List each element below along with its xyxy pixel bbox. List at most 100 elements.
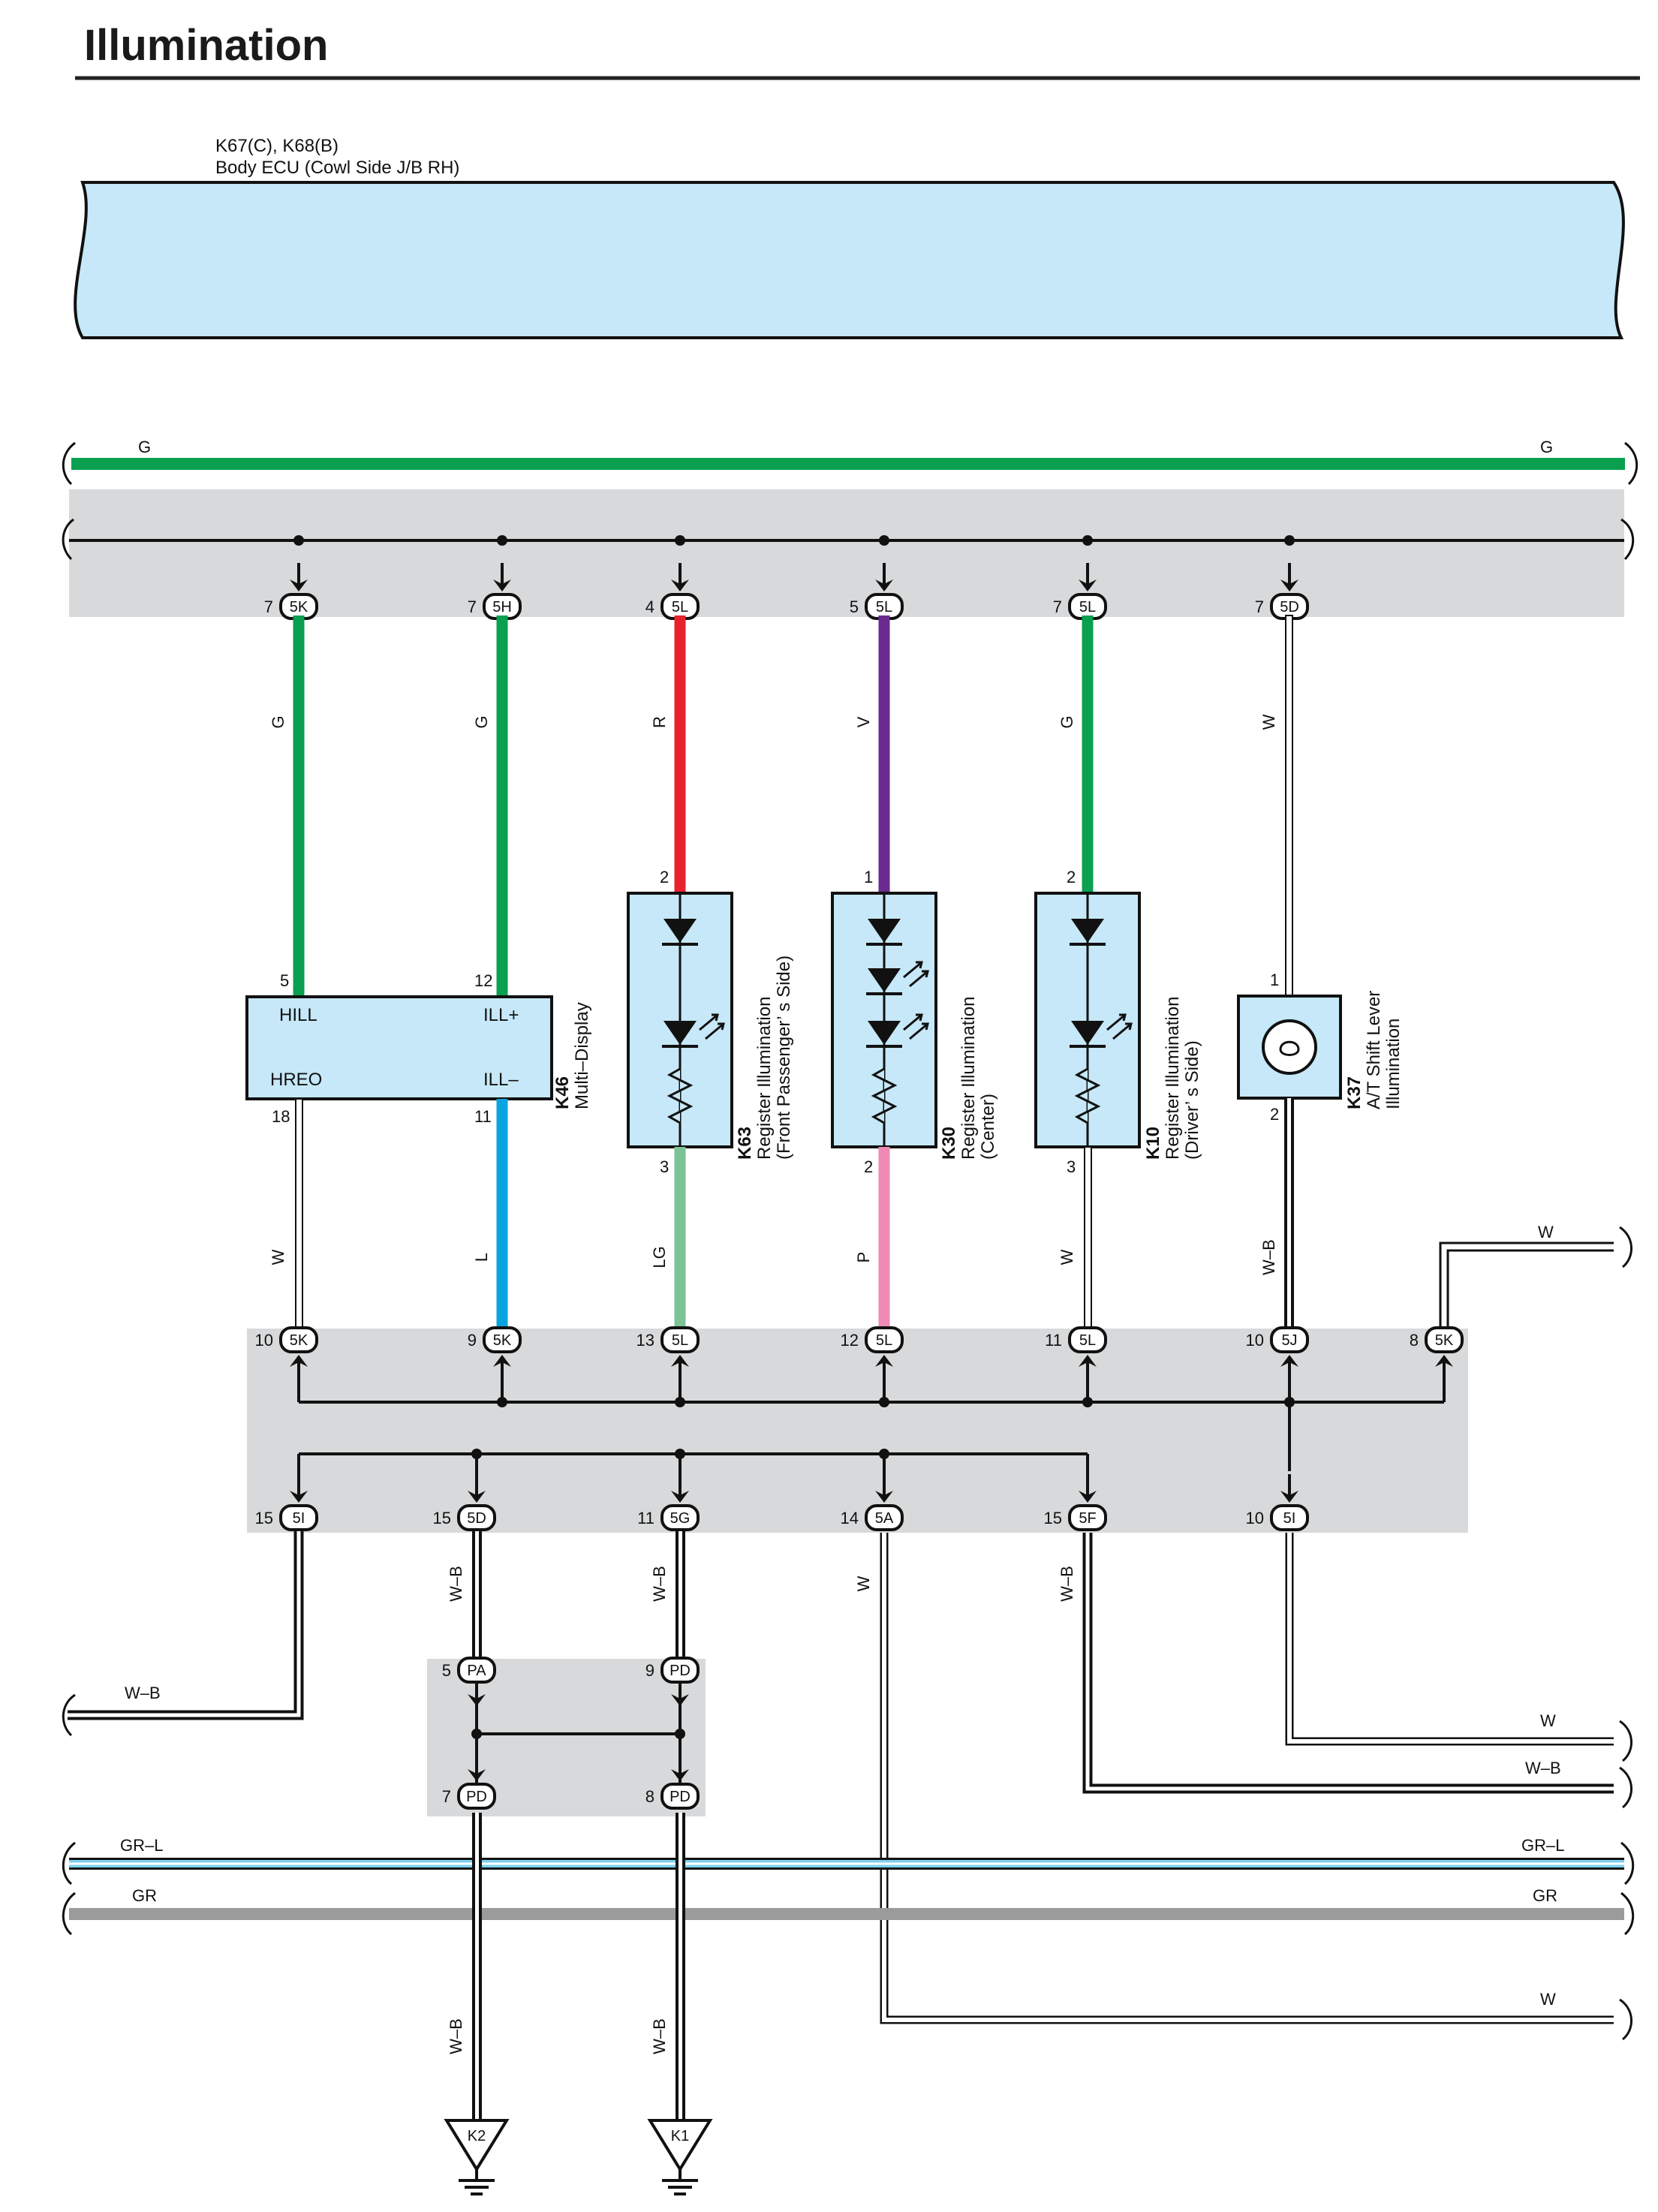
wire-wb-inner	[679, 1531, 682, 1663]
wire-wb-5d-to-pa	[472, 1531, 482, 1663]
lower-wire-label: P	[854, 1252, 873, 1263]
k10-name-2: (Driver’ s Side)	[1182, 1040, 1202, 1160]
connector-name: 5K	[290, 599, 308, 615]
break-mark	[62, 1891, 76, 1936]
arrow-down-icon	[1280, 1491, 1298, 1503]
connector-pin: 8	[645, 1787, 654, 1806]
k30-pin-in: 1	[864, 868, 873, 886]
connector-pin: 5	[850, 597, 859, 616]
break-mark	[1619, 1720, 1632, 1762]
ecu-name: Body ECU (Cowl Side J/B RH)	[215, 158, 459, 178]
bulb-filament	[1279, 1040, 1300, 1056]
upper-wire-label: R	[650, 716, 669, 728]
k10-register-illumination: 2 3 K10 Register Illumination (Driver’ s…	[1034, 868, 1202, 1176]
connector-pin: 12	[841, 1331, 859, 1350]
k10-led	[1071, 1021, 1104, 1045]
left-wb-label: W–B	[125, 1684, 161, 1702]
wire-w-5a-outer	[880, 1533, 1614, 2024]
splice-dot	[497, 535, 507, 546]
connector-pin: 5	[442, 1661, 451, 1680]
wire-w-k46-hreo	[295, 1098, 303, 1329]
k63-led-stack	[662, 893, 725, 1147]
k63-resistor	[667, 1067, 694, 1124]
arrow-up-icon	[1435, 1355, 1453, 1367]
connector-name: 5K	[1435, 1332, 1454, 1349]
connector-pill	[865, 1326, 904, 1353]
k63-id: K63	[735, 1127, 755, 1160]
connector-pill	[660, 1326, 700, 1353]
break-mark	[62, 1693, 76, 1737]
k46-terminal-hreo: HREO	[270, 1070, 322, 1090]
connector-pin: 9	[645, 1661, 654, 1680]
grl-left-label: GR–L	[120, 1836, 163, 1855]
connector-name: 5K	[493, 1332, 512, 1349]
connector-pin: 8	[1410, 1331, 1419, 1350]
wire-wb-inner	[679, 1813, 682, 2120]
upper-wire-label: G	[1058, 715, 1076, 728]
wire-wb-ground-k2	[472, 1813, 482, 2120]
break-mark	[1619, 1998, 1632, 2041]
k30-light-rays-2	[903, 1013, 929, 1040]
k46-terminal-ill-minus: ILL–	[483, 1070, 519, 1090]
connector-pin: 10	[255, 1331, 273, 1350]
k37-id: K37	[1344, 1076, 1365, 1109]
connector-name: 5J	[1281, 1332, 1297, 1349]
wire-wb-inner	[475, 1813, 479, 2120]
top-bus-left-label: G	[138, 438, 151, 456]
k46-multi-display	[245, 995, 553, 1100]
bulb-icon	[1262, 1019, 1317, 1075]
ground-name: K2	[468, 2128, 486, 2144]
arrow-down-icon	[671, 1694, 689, 1706]
k30-diode	[868, 919, 901, 943]
splice-dot	[1082, 535, 1093, 546]
arrow-down-icon	[875, 579, 893, 591]
middle-panel	[247, 1329, 1468, 1533]
right-w-label: W	[1538, 1223, 1554, 1241]
wire-wb-k37	[1284, 1098, 1294, 1329]
wire-w-k10	[1084, 1146, 1092, 1329]
arrow-down-icon	[468, 1491, 486, 1503]
wire-wb-5f-outer	[1082, 1533, 1614, 1794]
k10-name-1: Register Illumination	[1163, 997, 1183, 1160]
splice-dot	[879, 1397, 889, 1407]
connector-pin: 10	[1246, 1331, 1264, 1350]
connector-pill	[457, 1783, 496, 1810]
connector-pill	[1270, 1504, 1309, 1531]
k37-pin-out: 2	[1270, 1105, 1279, 1124]
low-wire-label: W–B	[447, 1566, 465, 1602]
connector-pin: 10	[1246, 1509, 1264, 1527]
k63-pin-out: 3	[660, 1157, 669, 1176]
wire-w-5i-outer	[1285, 1533, 1614, 1746]
k37-pin-in: 1	[1270, 971, 1279, 989]
upper-wire-label: W	[1259, 714, 1278, 730]
k63-name-1: Register Illumination	[754, 997, 775, 1160]
gr-right-label: GR	[1533, 1886, 1557, 1905]
break-mark	[62, 518, 74, 561]
wire-wb-left-inner	[68, 1531, 301, 1717]
connector-pill	[865, 1504, 904, 1531]
k10-light-rays	[1106, 1013, 1133, 1040]
top-panel	[69, 489, 1624, 617]
k46-name: Multi–Display	[572, 1002, 592, 1109]
connector-name: 5F	[1079, 1510, 1096, 1527]
low-wire-label: W	[854, 1575, 873, 1591]
connector-pin: 11	[1045, 1331, 1062, 1350]
k10-pin-in: 2	[1067, 868, 1076, 886]
k46-pin-5: 5	[280, 971, 289, 990]
connector-pin: 11	[637, 1509, 654, 1527]
k63-register-illumination: 2 3 K63 Register Illumination (Front Pas…	[627, 868, 794, 1176]
k30-pin-out: 2	[864, 1157, 873, 1176]
connector-pill	[660, 1504, 700, 1531]
connector-pill	[483, 1326, 522, 1353]
arrow-up-icon	[1280, 1355, 1298, 1367]
lower-wire-label: W	[269, 1249, 287, 1265]
middle-connector: 5K9	[468, 1326, 522, 1383]
top-bus-right-label: G	[1540, 438, 1553, 456]
